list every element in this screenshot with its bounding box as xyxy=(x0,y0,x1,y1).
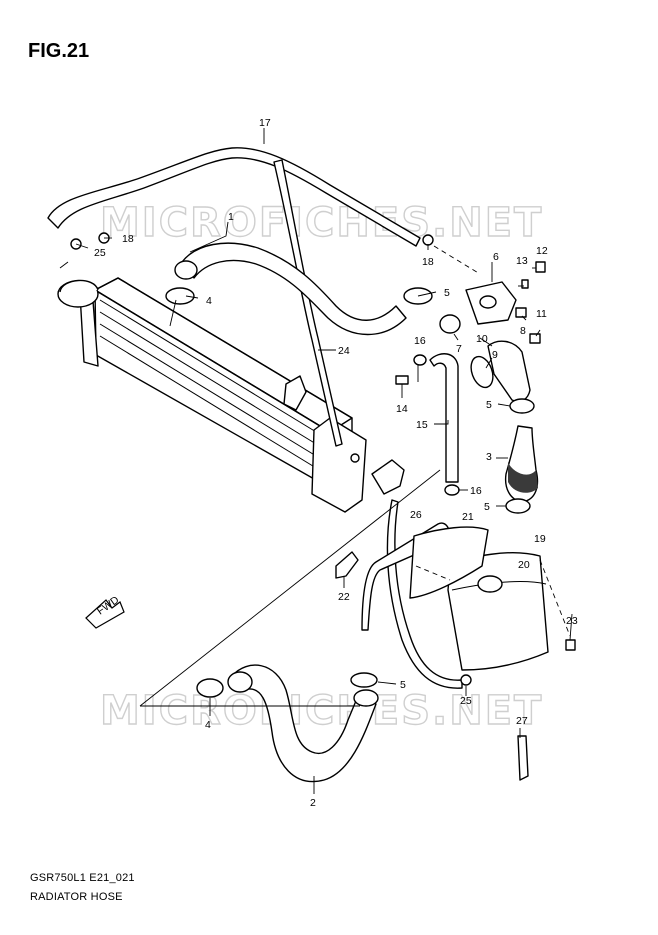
clamp-4-lower[interactable] xyxy=(196,678,224,698)
callout-21: 21 xyxy=(462,511,474,523)
bolt-13[interactable] xyxy=(521,279,529,289)
bracket-22[interactable] xyxy=(335,551,359,579)
callout-numbers: 17 1 18 25 18 6 12 13 5 4 8 11 10 9 7 16… xyxy=(94,117,578,809)
callout-8: 8 xyxy=(520,325,526,337)
bolt-14[interactable] xyxy=(395,375,409,385)
callout-24: 24 xyxy=(338,345,350,357)
hose-2[interactable] xyxy=(227,664,379,783)
o-ring-9[interactable] xyxy=(467,354,497,391)
callout-17: 17 xyxy=(259,117,271,129)
callout-26: 26 xyxy=(410,509,422,521)
callout-4-b: 4 xyxy=(205,719,211,731)
callout-6: 6 xyxy=(493,251,499,263)
callout-12: 12 xyxy=(536,245,548,257)
callout-3: 3 xyxy=(486,451,492,463)
clip-16-a[interactable] xyxy=(413,354,427,366)
clamp-5-b[interactable] xyxy=(509,398,535,414)
bolt-23[interactable] xyxy=(565,639,576,651)
clamp-5-d[interactable] xyxy=(350,672,378,688)
callout-11: 11 xyxy=(536,308,547,320)
bolt-8[interactable] xyxy=(515,307,527,318)
callout-4-a: 4 xyxy=(206,295,212,307)
nut-25-b[interactable] xyxy=(460,674,472,686)
callout-19: 19 xyxy=(534,533,546,545)
leader-lines xyxy=(75,128,573,794)
model-code: GSR750L1 E21_021 xyxy=(30,872,135,884)
watermark-top: MICROFICHES.NET xyxy=(100,200,543,246)
clamp-4-upper[interactable] xyxy=(165,287,195,305)
radiator[interactable] xyxy=(79,277,405,513)
guard-21[interactable] xyxy=(409,526,489,599)
callout-7: 7 xyxy=(456,343,462,355)
callout-23: 23 xyxy=(566,615,578,627)
watermark-bottom: MICROFICHES.NET xyxy=(100,688,543,734)
callout-1: 1 xyxy=(228,211,234,223)
section-name: RADIATOR HOSE xyxy=(30,891,123,903)
hose-1[interactable] xyxy=(174,242,407,336)
reservoir-cap-20[interactable] xyxy=(477,575,503,593)
callout-2: 2 xyxy=(310,797,316,809)
callout-14: 14 xyxy=(396,403,408,415)
callout-5-b: 5 xyxy=(486,399,492,411)
figure-title: FIG.21 xyxy=(28,40,90,62)
reservoir-tank-19[interactable] xyxy=(447,552,549,671)
clip-16-b[interactable] xyxy=(444,484,460,496)
callout-22: 22 xyxy=(338,591,350,603)
hose-17[interactable] xyxy=(47,147,421,247)
nut-18-b[interactable] xyxy=(422,234,434,246)
callout-16-b: 16 xyxy=(470,485,482,497)
callout-15: 15 xyxy=(416,419,428,431)
callout-5-a: 5 xyxy=(444,287,450,299)
hose-15[interactable] xyxy=(429,353,459,483)
callout-10: 10 xyxy=(476,333,488,345)
thermostat-cover-6[interactable] xyxy=(465,281,517,325)
fwd-arrow-icon: FWD xyxy=(85,594,125,629)
callout-25-b: 25 xyxy=(460,695,472,707)
strap-27[interactable] xyxy=(517,735,529,781)
callout-27: 27 xyxy=(516,715,528,727)
hose-3[interactable] xyxy=(504,425,539,503)
callout-16-a: 16 xyxy=(414,335,426,347)
callout-13: 13 xyxy=(516,255,528,267)
callout-18-a: 18 xyxy=(122,233,134,245)
bolt-12[interactable] xyxy=(535,261,546,273)
guide-lines xyxy=(59,245,571,707)
thermostat-7[interactable] xyxy=(439,314,461,334)
callout-5-c: 5 xyxy=(484,501,490,513)
callout-20: 20 xyxy=(518,559,530,571)
clamp-5-c[interactable] xyxy=(505,498,531,514)
callout-25-a: 25 xyxy=(94,247,106,259)
callout-9: 9 xyxy=(492,349,498,361)
callout-5-d: 5 xyxy=(400,679,406,691)
radiator-cap[interactable] xyxy=(57,279,99,308)
bolt-11[interactable] xyxy=(529,333,541,344)
callout-18-b: 18 xyxy=(422,256,434,268)
